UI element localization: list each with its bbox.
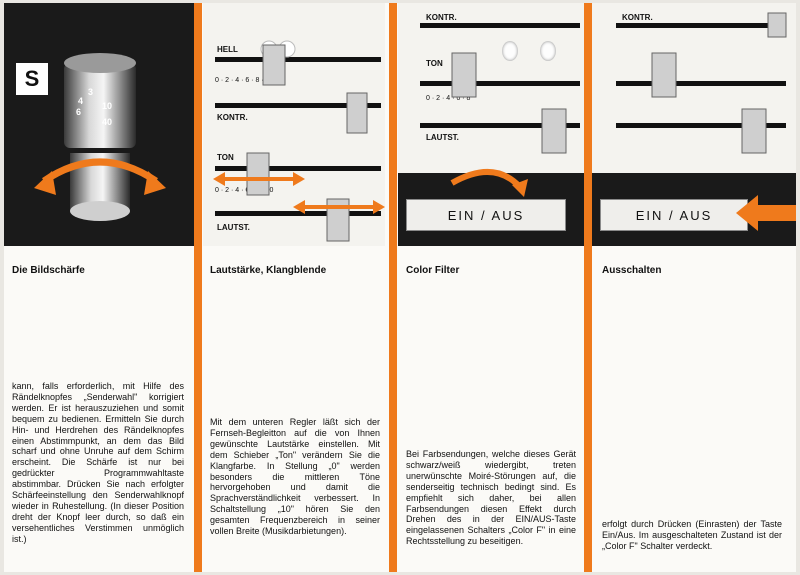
- ein-aus-button[interactable]: EIN / AUS: [600, 199, 748, 231]
- color-filter-illustration: KONTR. TON 0 · 2 · 4 · 6 · 8 LAUTST. EIN…: [398, 3, 584, 246]
- slider-label-kontr: KONTR.: [622, 13, 653, 22]
- slider-track: [616, 81, 786, 86]
- slider-label-ton: TON: [426, 59, 443, 68]
- knob-number: 3: [88, 87, 94, 97]
- section-body: erfolgt durch Drücken (Einrasten) der Ta…: [602, 519, 782, 551]
- s-badge: S: [16, 63, 48, 95]
- slider-scale: 0 · 2 · 4 · 6 · 8 · 10: [215, 77, 274, 84]
- divider-3: [584, 3, 592, 572]
- section-title: Die Bildschärfe: [12, 265, 85, 276]
- knob-number: 4: [78, 96, 84, 106]
- slider-track: [616, 23, 786, 28]
- slider-scale: 0 · 2 · 4 · 6 · 8: [426, 95, 471, 102]
- hole: [502, 41, 518, 61]
- push-arrow-icon: [736, 195, 796, 231]
- hole: [540, 41, 556, 61]
- slider-track: [215, 166, 381, 171]
- slider-label-lautst: LAUTST.: [217, 223, 250, 232]
- slider-track: [215, 57, 381, 62]
- slider-track: [420, 123, 580, 128]
- slider-track: [616, 123, 786, 128]
- divider-2: [389, 3, 397, 572]
- section-body: kann, falls erforderlich, mit Hilfe des …: [12, 381, 184, 544]
- slider-knobs-icon: [213, 40, 385, 242]
- slider-label-kontr: KONTR.: [426, 13, 457, 22]
- rotate-arrow-icon: [450, 168, 528, 197]
- divider-1: [194, 3, 202, 572]
- volume-illustration: HELL 0 · 2 · 4 · 6 · 8 · 10 KONTR. TON 0…: [203, 3, 385, 246]
- slider-label-hell: HELL: [217, 45, 238, 54]
- slider-knobs-icon: [451, 52, 567, 154]
- slider-scale: 0 · 2 · 4 · 6 · 8 · 10: [215, 187, 274, 194]
- ein-aus-button[interactable]: EIN / AUS: [406, 199, 566, 231]
- knob-number: 40: [102, 117, 113, 127]
- section-body: Mit dem unteren Regler läßt sich der Fer…: [210, 417, 380, 537]
- brochure-page: S 3 4 6 10 40 Die Bildschärfe kann, fall…: [4, 3, 796, 572]
- knob-number: 10: [102, 101, 113, 111]
- section-body: Bei Farbsendungen, welche dieses Gerät s…: [406, 449, 576, 547]
- focus-illustration: S 3 4 6 10 40: [4, 3, 194, 246]
- section-title: Ausschalten: [602, 265, 662, 276]
- section-title: Lautstärke, Klangblende: [210, 265, 327, 276]
- slider-track: [215, 211, 381, 216]
- power-off-illustration: KONTR. EIN / AUS: [592, 3, 796, 246]
- knob-number: 6: [76, 107, 82, 117]
- slider-label-lautst: LAUTST.: [426, 133, 459, 142]
- section-title: Color Filter: [406, 265, 460, 276]
- slider-track: [420, 81, 580, 86]
- slider-label-ton: TON: [217, 153, 234, 162]
- slider-track: [420, 23, 580, 28]
- tuning-knob-icon: [34, 53, 166, 221]
- slider-knobs-icon: [651, 12, 787, 154]
- slider-track: [215, 103, 381, 108]
- slider-label-kontr: KONTR.: [217, 113, 248, 122]
